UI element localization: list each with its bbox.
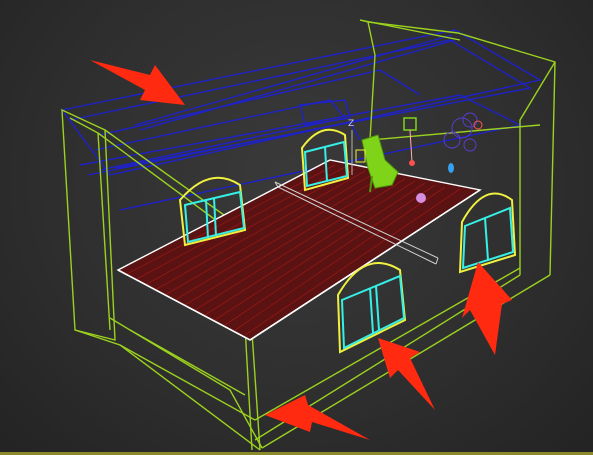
window-front-right[interactable]: [458, 192, 517, 274]
floor-beam[interactable]: [274, 181, 439, 265]
floor-lamp[interactable]: [403, 117, 417, 166]
axis-gizmo[interactable]: Z: [348, 119, 354, 175]
floor-plane[interactable]: [116, 159, 482, 341]
arrow-icon: [462, 262, 512, 355]
window-left[interactable]: [178, 176, 247, 247]
arrow-icon: [90, 60, 185, 105]
viewport-bottom-border: [0, 452, 593, 455]
window-back[interactable]: [300, 128, 350, 192]
plant-object[interactable]: [443, 112, 483, 152]
arrow-icon: [265, 395, 370, 440]
chair-object[interactable]: [361, 134, 399, 193]
roof-wireframe[interactable]: [60, 29, 542, 211]
arrow-icon: [378, 338, 435, 410]
window-front-center[interactable]: [336, 262, 407, 354]
small-objects[interactable]: [355, 149, 454, 203]
axis-z-label: Z: [348, 119, 354, 129]
